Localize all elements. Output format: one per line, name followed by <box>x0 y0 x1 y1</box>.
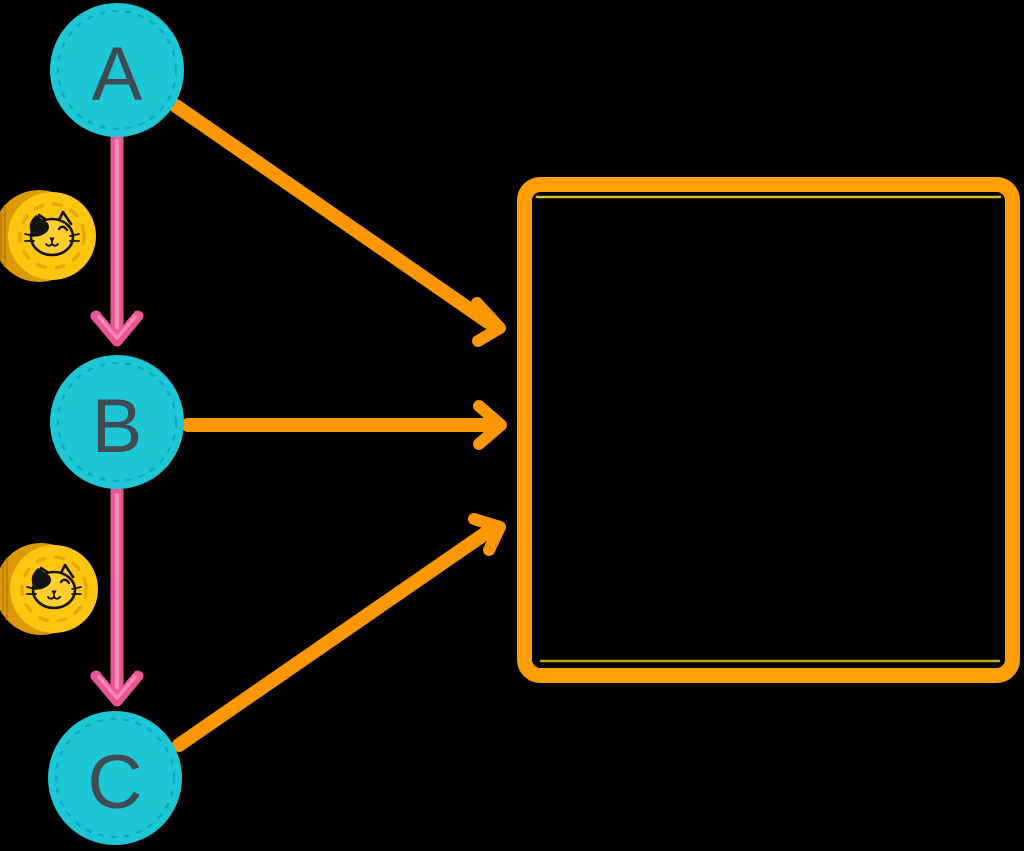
node-b-ring <box>56 361 178 483</box>
edge-b-to-c-arrowhead-highlight <box>97 675 137 700</box>
node-c: C <box>48 711 182 845</box>
node-c-ring <box>54 717 176 839</box>
edge-a-to-b <box>90 130 144 347</box>
node-c-label: C <box>88 740 143 825</box>
edge-c-to-box-shaft <box>172 526 493 752</box>
cat-coin-icon <box>0 541 100 637</box>
node-c-circle <box>48 711 182 845</box>
edge-c-to-box-arrowhead <box>468 513 506 556</box>
edge-a-to-box-arrowhead <box>471 297 506 347</box>
node-a: A <box>50 3 184 137</box>
edge-b-to-box <box>181 400 507 450</box>
node-b: B <box>50 355 184 489</box>
target-box <box>517 177 1020 683</box>
node-a-label: A <box>92 32 143 117</box>
node-b-circle <box>50 355 184 489</box>
node-a-circle <box>50 3 184 137</box>
edge-a-to-b-arrowhead-highlight <box>97 315 137 340</box>
target-box-border <box>517 177 1020 683</box>
edge-a-to-box <box>169 99 506 347</box>
edge-b-to-box-arrowhead <box>473 400 507 450</box>
edge-b-to-c <box>90 484 144 707</box>
node-a-ring <box>56 9 178 131</box>
cat-coin-icon <box>0 188 98 284</box>
edge-a-to-box-shaft <box>169 99 495 329</box>
edge-c-to-box <box>172 513 506 752</box>
node-b-label: B <box>92 384 143 469</box>
